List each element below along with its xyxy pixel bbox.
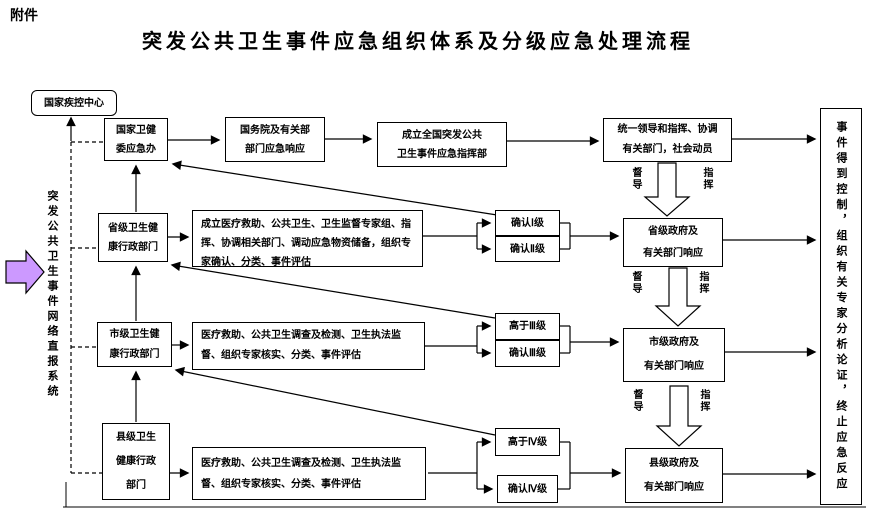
- network-report-system-label: 突发公共卫生事件网络直报系统: [46, 190, 58, 400]
- box-national-cdc: 国家疾控中心: [31, 90, 117, 116]
- box-confirm-level-3: 确认Ⅲ级: [495, 340, 560, 367]
- box-county-tasks: 医疗救助、公共卫生调查及检测、卫生执法监督、组织专家核实、分类、事件评估: [192, 447, 426, 500]
- page-title: 突发公共卫生事件应急组织体系及分级应急处理流程: [142, 31, 694, 53]
- box-municipal-gov-response: 市级政府及 有关部门响应: [623, 328, 725, 382]
- box-provincial-health-admin: 省级卫生健 康行政部门: [98, 213, 168, 262]
- box-above-level-4: 高于Ⅳ级: [495, 428, 560, 456]
- box-municipal-tasks: 医疗救助、公共卫生调查及检测、卫生执法监督、组织专家核实、分类、事件评估: [192, 322, 425, 370]
- hollow-down-arrow-icon: [643, 162, 691, 217]
- hollow-down-arrow-icon: [655, 385, 703, 447]
- box-county-gov-response: 县级政府及 有关部门响应: [625, 448, 723, 503]
- box-municipal-health-admin: 市级卫生健 康行政部门: [97, 322, 172, 367]
- connector-lines: [63, 116, 866, 508]
- box-provincial-tasks: 成立医疗救助、公共卫生、卫生监督专家组、指挥、协调相关部门、调动应急物资储备，组…: [192, 210, 423, 268]
- outcome-text: 事件得到控制，组织有关专家分析论证，终止应急反应: [835, 120, 847, 493]
- supervise-command-arrows: [643, 162, 703, 447]
- command-label: 指挥: [701, 167, 712, 191]
- network-report-arrow-icon: [5, 249, 45, 295]
- box-provincial-gov-response: 省级政府及 有关部门响应: [623, 218, 723, 267]
- box-confirm-level-1: 确认Ⅰ级: [495, 210, 560, 236]
- box-nhc-emergency-office: 国家卫健 委应急办: [104, 118, 168, 161]
- box-confirm-level-4: 确认Ⅳ级: [497, 475, 558, 503]
- box-confirm-level-2: 确认Ⅱ级: [495, 236, 560, 262]
- box-county-health-admin: 县级卫生 健康行政 部门: [102, 423, 170, 500]
- box-above-level-3: 高于Ⅲ级: [495, 313, 560, 340]
- supervise-label: 督导: [630, 167, 641, 191]
- box-unified-command: 统一领导和指挥、协调 有关部门，社会动员: [603, 118, 732, 162]
- box-state-council-response: 国务院及有关部 部门应急响应: [225, 117, 325, 162]
- supervise-label: 督导: [631, 389, 642, 413]
- command-label: 指挥: [697, 271, 708, 295]
- supervise-label: 督导: [630, 271, 641, 295]
- command-label: 指挥: [698, 389, 709, 413]
- box-outcome-control: 事件得到控制，组织有关专家分析论证，终止应急反应: [820, 108, 862, 505]
- hollow-down-arrow-icon: [654, 267, 702, 327]
- box-national-command-hq: 成立全国突发公共 卫生事件应急指挥部: [377, 122, 507, 167]
- attachment-label: 附件: [10, 7, 38, 23]
